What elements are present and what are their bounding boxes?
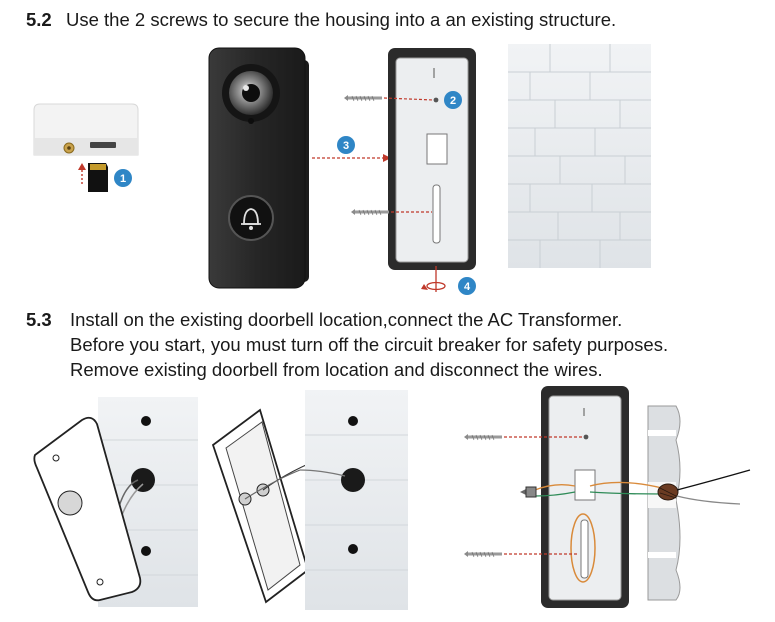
callout-badge-1: 1 [114, 169, 132, 187]
step-5-3-heading: 5.3 Install on the existing doorbell loc… [26, 307, 668, 382]
svg-text:3: 3 [343, 140, 349, 152]
doorbell-wires [520, 469, 751, 505]
callout-badge-4: 4 [458, 277, 476, 295]
wall-section [647, 405, 681, 601]
callout-badge-2: 2 [444, 91, 462, 109]
svg-text:4: 4 [464, 281, 471, 293]
svg-text:2: 2 [450, 95, 456, 107]
old-doorbell-cover [33, 416, 142, 602]
svg-text:1: 1 [120, 173, 126, 185]
step-instruction-line-3: Remove existing doorbell from location a… [70, 359, 603, 380]
doorbell-front-view [208, 47, 309, 289]
step-number: 5.3 [26, 309, 52, 330]
wall-with-hole [299, 390, 408, 610]
step-instruction-line-1: Install on the existing doorbell locatio… [70, 309, 623, 330]
callout-badge-3: 3 [337, 136, 355, 154]
screw-icon [464, 434, 502, 441]
wire-connector-icon [657, 483, 679, 501]
bell-icon [241, 208, 261, 230]
sd-card-slot-detail [33, 103, 139, 192]
step-5-2-heading: 5.2 Use the 2 screws to secure the housin… [26, 7, 616, 32]
screw-icon [344, 95, 382, 102]
screw-icon [351, 209, 389, 216]
wired-mounting-bracket [541, 386, 629, 608]
step-instruction-line-2: Before you start, you must turn off the … [70, 334, 669, 355]
step-number: 5.2 [26, 9, 52, 30]
brick-wall [508, 44, 651, 268]
screw-icon [464, 551, 502, 558]
micro-sd-card-icon [88, 163, 108, 192]
step-instruction: Use the 2 screws to secure the housing i… [66, 9, 617, 30]
mounting-bracket [388, 48, 476, 270]
rotate-arrow-icon [421, 266, 446, 292]
